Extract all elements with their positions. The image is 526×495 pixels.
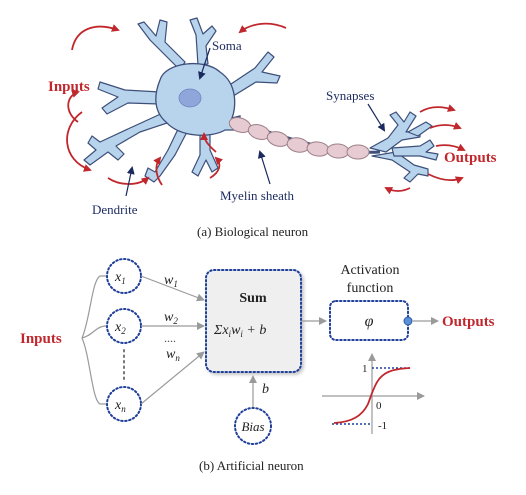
sum-sigma: Σx	[213, 323, 229, 338]
inputs-label-artificial: Inputs	[20, 331, 62, 347]
outputs-label-bio: Outputs	[444, 150, 497, 166]
sigmoid-curve	[333, 367, 411, 424]
w1-sub: 1	[173, 279, 178, 289]
myelin-label: Myelin sheath	[220, 188, 295, 203]
caption-artificial: (b) Artificial neuron	[199, 458, 304, 473]
x1-base: x	[114, 270, 122, 285]
x2-label: x2	[114, 320, 126, 336]
sum-title: Sum	[239, 291, 267, 306]
plot-label-zero: 0	[376, 400, 382, 412]
x2-sub: 2	[121, 326, 126, 336]
phi-symbol: φ	[365, 313, 374, 330]
w2-base: w	[164, 310, 174, 325]
wn-sub: n	[175, 353, 180, 363]
weight-dots: ....	[164, 331, 176, 345]
w1-base: w	[164, 273, 174, 288]
myelin-segment	[346, 144, 370, 160]
myelin-segment	[326, 143, 350, 159]
plot-label-one: 1	[362, 363, 368, 375]
xn-base: x	[114, 398, 122, 413]
xn-sub: n	[121, 404, 126, 414]
input-brace	[81, 275, 107, 405]
sum-node: Sum Σxiwi + b	[205, 269, 302, 373]
outputs-label-artificial: Outputs	[442, 314, 495, 330]
dendrite-label: Dendrite	[92, 202, 138, 217]
myelin-segments	[228, 117, 370, 160]
w1-label: w1	[164, 273, 178, 289]
output-dot	[403, 316, 413, 326]
sum-box	[205, 269, 302, 373]
activation-title-line1: Activation	[340, 263, 399, 278]
x2-base: x	[114, 320, 122, 335]
sum-sub-i2: i	[240, 329, 243, 339]
input-arrows	[66, 22, 287, 186]
nucleus	[178, 88, 202, 108]
xn-label: xn	[114, 398, 126, 414]
bias-b-label: b	[262, 382, 269, 397]
axon-terminals	[369, 111, 439, 183]
sum-w: w	[231, 323, 241, 338]
output-arrows	[384, 104, 466, 195]
plot-label-neg-one: -1	[378, 420, 387, 432]
label-pointers	[125, 47, 386, 197]
weight-edges	[140, 275, 205, 405]
w2-label: w2	[164, 310, 178, 326]
sum-sub-i1: i	[229, 329, 232, 339]
wn-label: wn	[166, 347, 180, 363]
wn-base: w	[166, 347, 176, 362]
input-nodes	[106, 258, 142, 422]
soma-label: Soma	[212, 38, 242, 53]
inputs-label-bio: Inputs	[48, 79, 90, 95]
bias-label: Bias	[241, 419, 264, 434]
sum-tail: + b	[243, 323, 266, 338]
x1-sub: 1	[121, 276, 126, 286]
synapses-label: Synapses	[326, 88, 374, 103]
activation-title-line2: function	[347, 281, 394, 296]
biological-neuron: Soma Inputs Dendrite Myelin sheath Synap…	[48, 17, 497, 239]
w2-sub: 2	[173, 316, 178, 326]
artificial-neuron: x1 x2 xn w1 w2 .... wn Inputs Sum Σxiwi …	[20, 258, 495, 473]
caption-biological: (a) Biological neuron	[197, 224, 309, 239]
x1-label: x1	[114, 270, 126, 286]
bias-node	[234, 407, 272, 445]
sum-formula: Σxiwi + b	[213, 323, 266, 339]
sigmoid-plot: 1 0 -1	[322, 353, 425, 434]
